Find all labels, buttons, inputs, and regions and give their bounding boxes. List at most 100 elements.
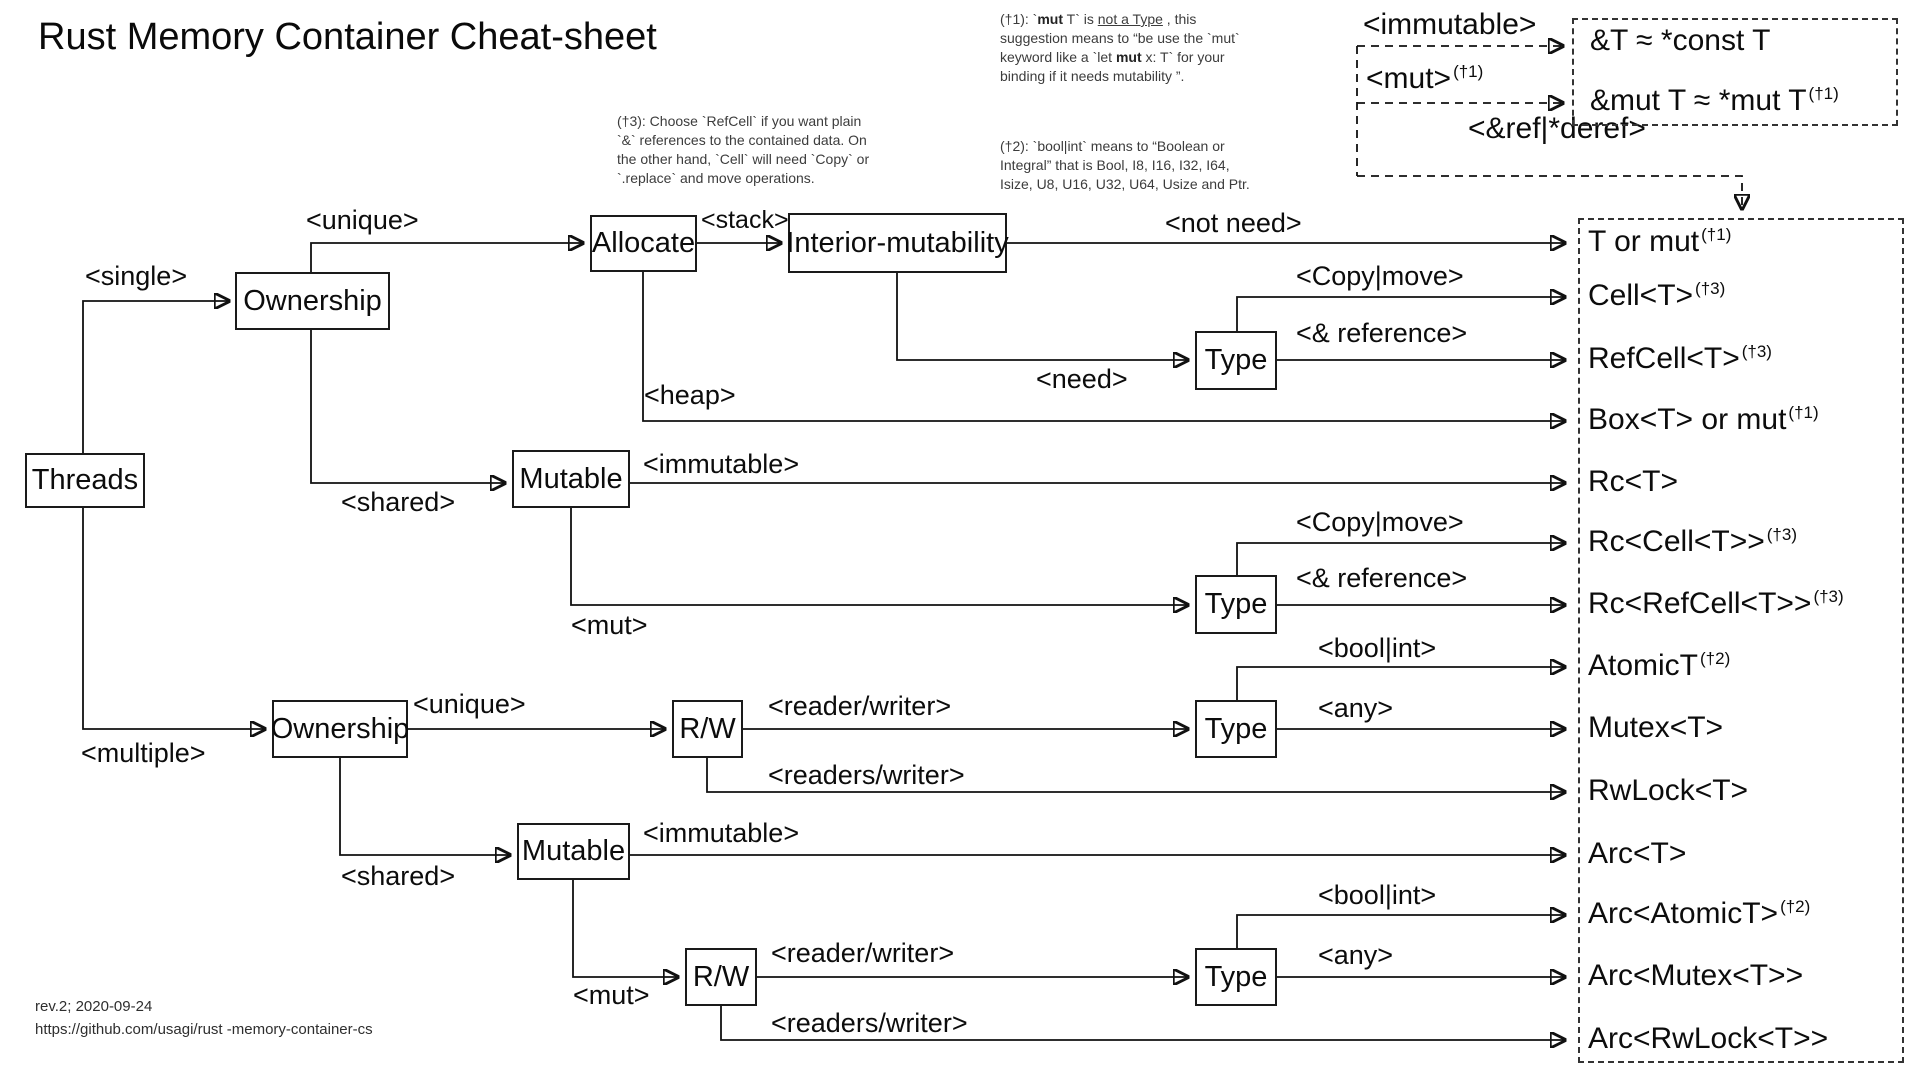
legend-equivalence-box — [1572, 18, 1898, 126]
result-sup: (†2) — [1700, 649, 1731, 668]
result-label: Rc<T> — [1588, 465, 1679, 498]
footer-revision: rev.2; 2020-09-24 — [35, 998, 153, 1015]
result-label: Rc<RefCell<T>> — [1588, 587, 1812, 620]
edge-ownership2-shared — [339, 758, 509, 855]
result-label: Arc<RwLock<T>> — [1588, 1022, 1829, 1055]
legend-refderef-label: <&ref|*deref> — [1468, 112, 1646, 145]
result-label: AtomicT — [1588, 649, 1699, 682]
edge-label-readers-writer-1: <readers/writer> — [768, 760, 965, 790]
result-label: Arc<T> — [1588, 837, 1687, 870]
edge-label-unique-1: <unique> — [306, 205, 419, 235]
result-arc-rwlock: Arc<RwLock<T>> — [1588, 1022, 1830, 1056]
edge-label-shared-2: <shared> — [341, 861, 456, 891]
edge-label-reader-writer-2: <reader/writer> — [771, 938, 955, 968]
legend-eq-mut-sup: (†1) — [1808, 84, 1839, 103]
edge-ownership1-shared — [310, 330, 504, 483]
edge-threads-multiple — [82, 508, 264, 729]
footnote-2-text: (†2): `bool|int` means to “Boolean or In… — [1000, 138, 1250, 193]
edge-label-reference-1: <& reference> — [1296, 318, 1468, 348]
edge-label-any-2: <any> — [1318, 940, 1394, 970]
edge-label-reference-2: <& reference> — [1296, 563, 1468, 593]
edge-type4-boolint — [1236, 915, 1564, 948]
footer-url: https://github.com/usagi/rust -memory-co… — [35, 1021, 373, 1038]
footnote-1-seg-bold: mut — [1037, 11, 1064, 27]
footnote-1-seg: x: T` for your binding if it needs mutab… — [1000, 49, 1225, 85]
result-atomict: AtomicT(†2) — [1588, 649, 1730, 683]
footnote-3-text: (†3): Choose `RefCell` if you want plain… — [617, 113, 870, 187]
footnote-2: (†2): `bool|int` means to “Boolean or In… — [1000, 118, 1320, 194]
edge-label-shared-1: <shared> — [341, 487, 456, 517]
edge-label-bool-int-2: <bool|int> — [1318, 880, 1437, 910]
edge-interior-need — [896, 273, 1187, 360]
footnote-3: (†3): Choose `RefCell` if you want plain… — [617, 93, 892, 188]
result-sup: (†1) — [1701, 225, 1732, 244]
edge-label-stack: <stack> — [701, 206, 789, 234]
result-rc-refcell: Rc<RefCell<T>>(†3) — [1588, 587, 1844, 621]
legend-mut-label: <mut>(†1) — [1366, 62, 1483, 96]
edge-threads-single — [82, 301, 228, 453]
footnote-1-seg-underline: not a Type — [1097, 11, 1163, 27]
legend-mut-text: <mut> — [1366, 62, 1452, 95]
edge-label-need: <need> — [1036, 364, 1128, 394]
result-column-box — [1578, 218, 1904, 1063]
node-rw-1: R/W — [672, 700, 743, 758]
edge-label-copy-move-2: <Copy|move> — [1296, 507, 1464, 537]
node-type-3: Type — [1195, 700, 1277, 758]
result-arc-mutex: Arc<Mutex<T>> — [1588, 959, 1805, 993]
footnote-1-seg: , this suggestion means to “be use the `… — [1000, 11, 1240, 66]
result-sup: (†1) — [1788, 403, 1819, 422]
node-allocate: Allocate — [590, 215, 697, 272]
result-sup: (†3) — [1766, 525, 1797, 544]
node-mutable-2: Mutable — [517, 823, 630, 880]
edge-ownership1-unique — [310, 243, 582, 272]
node-rw-2: R/W — [685, 948, 757, 1006]
edge-label-unique-2: <unique> — [413, 689, 526, 719]
edge-label-copy-move-1: <Copy|move> — [1296, 261, 1464, 291]
result-label: Rc<Cell<T>> — [1588, 525, 1765, 558]
result-arc-atomict: Arc<AtomicT>(†2) — [1588, 897, 1810, 931]
result-sup: (†3) — [1695, 279, 1726, 298]
edge-mutable2-mut — [572, 880, 677, 977]
node-threads: Threads — [25, 453, 145, 508]
legend-eq-mut: &mut T ≈ *mut T(†1) — [1590, 84, 1839, 118]
edge-label-immutable-1: <immutable> — [643, 449, 800, 479]
result-sup: (†3) — [1813, 587, 1844, 606]
result-rc-cell: Rc<Cell<T>>(†3) — [1588, 525, 1797, 559]
result-label: Arc<AtomicT> — [1588, 897, 1779, 930]
node-ownership-multiple: Ownership — [271, 700, 409, 758]
result-label: Box<T> or mut — [1588, 403, 1787, 436]
edge-type3-boolint — [1236, 667, 1564, 700]
footnote-1-seg: T` is — [1063, 11, 1098, 27]
edge-label-not-need: <not need> — [1165, 208, 1302, 238]
result-refcell: RefCell<T>(†3) — [1588, 342, 1772, 376]
edge-label-immutable-2: <immutable> — [643, 818, 800, 848]
page-title: Rust Memory Container Cheat-sheet — [38, 16, 657, 58]
edge-label-readers-writer-2: <readers/writer> — [771, 1008, 968, 1038]
footnote-1-seg-bold: mut — [1115, 49, 1142, 66]
result-label: T or mut — [1588, 225, 1700, 258]
result-sup: (†3) — [1741, 342, 1772, 361]
node-interior-mutability: Interior-mutability — [786, 213, 1009, 273]
result-label: Cell<T> — [1588, 279, 1694, 312]
result-label: RwLock<T> — [1588, 774, 1749, 807]
legend-immutable-label: <immutable> — [1363, 8, 1537, 41]
result-label: Arc<Mutex<T>> — [1588, 959, 1804, 992]
result-rwlock: RwLock<T> — [1588, 774, 1750, 808]
result-mutex: Mutex<T> — [1588, 711, 1725, 745]
result-arc: Arc<T> — [1588, 837, 1688, 871]
edge-label-reader-writer-1: <reader/writer> — [768, 691, 952, 721]
legend-mut-sup: (†1) — [1453, 62, 1484, 81]
node-type-4: Type — [1195, 948, 1277, 1006]
footnote-1-seg: (†1): ` — [1000, 11, 1038, 27]
edge-label-heap: <heap> — [644, 380, 736, 410]
edge-mutable1-mut — [570, 508, 1187, 605]
result-cell: Cell<T>(†3) — [1588, 279, 1725, 313]
result-t-or-mut: T or mut(†1) — [1588, 225, 1731, 259]
edge-legend-refderef — [1357, 175, 1742, 208]
edge-label-bool-int-1: <bool|int> — [1318, 633, 1437, 663]
edge-label-multiple: <multiple> — [81, 738, 206, 768]
edge-label-mut-1: <mut> — [571, 610, 648, 640]
node-type-2: Type — [1195, 575, 1277, 634]
result-label: Mutex<T> — [1588, 711, 1724, 744]
